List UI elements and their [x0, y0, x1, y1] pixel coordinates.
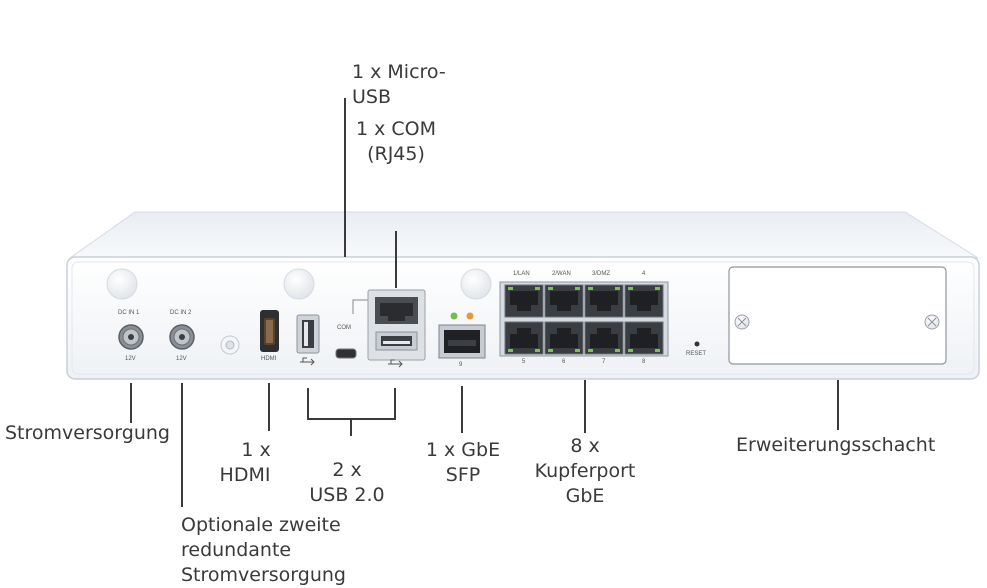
rj45-port [584, 321, 624, 355]
rj45-ports [504, 284, 664, 355]
screw-right [924, 314, 940, 330]
label-line: 2 x [332, 459, 362, 481]
reset-button [694, 341, 700, 347]
callout-line-sfp [461, 386, 463, 433]
com-device-label: COM [337, 325, 351, 331]
label-copper: 8 x Kupferport GbE [525, 434, 645, 509]
rj45-port [504, 284, 544, 318]
port-label-bottom: 7 [602, 359, 606, 365]
callout-line-expansion [837, 380, 839, 430]
label-usb: 2 x USB 2.0 [297, 458, 397, 508]
rj45-port [624, 321, 664, 355]
port-label-bottom: 5 [522, 359, 526, 365]
callout-line-hdmi [268, 383, 270, 431]
sfp-port-number: 9 [459, 362, 463, 368]
label-micro-usb: 1 x Micro- USB [352, 60, 446, 110]
reset-label: RESET [686, 351, 707, 357]
rj45-port [504, 321, 544, 355]
label-line: 1 x COM [355, 118, 437, 140]
label-hdmi: 1 x HDMI [210, 438, 280, 488]
label-sfp: 1 x GbE SFP [417, 438, 509, 488]
label-line: 1 x Micro- [352, 61, 446, 83]
label-expansion: Erweiterungsschacht [736, 434, 936, 456]
label-line: Kupferport [534, 460, 636, 482]
callout-bracket-usb-stem [350, 418, 352, 436]
label-redundant-power: Optionale zweite redundante Stromversorg… [181, 513, 346, 588]
rj45-port [544, 284, 584, 318]
usb-port-2 [375, 331, 418, 351]
port-label-top: 3/DMZ [592, 271, 610, 277]
label-line: USB 2.0 [309, 484, 385, 506]
dc-in-1-jack [118, 324, 144, 350]
label-line: redundante [181, 539, 292, 561]
callout-line-micro-usb [344, 98, 346, 257]
screw-cover [283, 268, 315, 300]
hdmi-port [260, 310, 279, 352]
dc-in-2-jack [169, 324, 195, 350]
port-label-top: 2/WAN [552, 271, 571, 277]
rj45-port [624, 284, 664, 318]
dc-in-1-label: DC IN 1 [118, 310, 140, 316]
rj45-port [584, 284, 624, 318]
usb-port-1 [296, 314, 320, 354]
expansion-slot [728, 266, 947, 365]
label-line: 8 x [570, 435, 600, 457]
port-label-top: 4 [642, 271, 646, 277]
sfp-port [438, 324, 486, 359]
callout-line-redundant-power [181, 383, 183, 507]
hdmi-device-label: HDMI [261, 356, 277, 362]
volt-2-label: 12V [176, 356, 187, 362]
label-line: (RJ45) [367, 143, 425, 165]
label-line: 1 x GbE [425, 439, 501, 461]
micro-usb-port [335, 348, 357, 359]
label-line: HDMI [219, 464, 271, 486]
sfp-led-orange [466, 312, 474, 320]
port-label-bottom: 6 [562, 359, 566, 365]
port-label-top: 1/LAN [513, 271, 530, 277]
label-com: 1 x COM (RJ45) [350, 117, 442, 167]
callout-line-power [130, 383, 132, 423]
screw-cover [106, 268, 138, 300]
label-line: Stromversorgung [181, 564, 346, 586]
callout-bracket-usb-left [307, 388, 309, 419]
label-line: Optionale zweite [181, 514, 341, 536]
sfp-led-green [450, 312, 458, 320]
port-label-bottom: 8 [642, 359, 646, 365]
chassis-top [68, 211, 980, 259]
screw-cover [460, 268, 492, 300]
label-line: 1 x [241, 439, 271, 461]
callout-line-copper [584, 380, 586, 433]
label-line: SFP [445, 464, 481, 486]
dc-in-2-label: DC IN 2 [170, 310, 192, 316]
callout-line-com [395, 231, 397, 288]
volt-1-label: 12V [125, 356, 136, 362]
label-power: Stromversorgung [5, 422, 170, 444]
label-line: USB [352, 86, 392, 108]
screw-left [734, 314, 750, 330]
callout-bracket-usb-right [394, 388, 396, 419]
rj45-port [544, 321, 584, 355]
label-line: GbE [565, 485, 605, 507]
